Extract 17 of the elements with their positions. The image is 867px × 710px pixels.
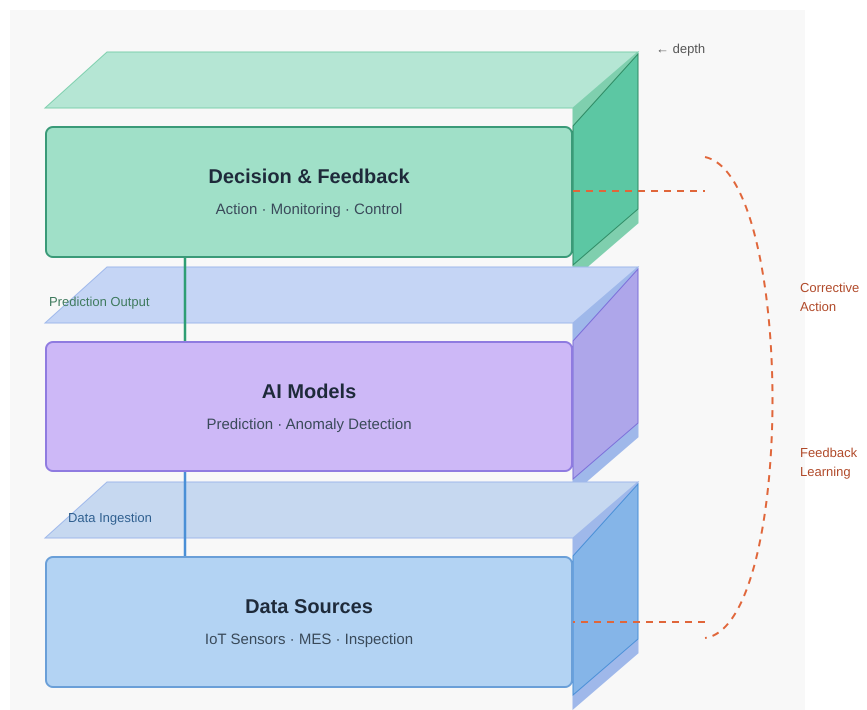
layer-subtitle: IoT Sensors · MES · Inspection — [204, 631, 414, 648]
connector-line — [184, 472, 186, 556]
axis-note: ← depth — [656, 40, 706, 58]
connector-line — [184, 258, 186, 341]
edge-label: Data Ingestion — [68, 510, 152, 525]
layer-subtitle: Prediction · Anomaly Detection — [206, 416, 412, 432]
loop-label: Corrective Action — [800, 279, 860, 316]
layer-title: AI Models — [262, 380, 356, 404]
feedback-loop-line — [572, 156, 774, 639]
edge-label: Prediction Output — [49, 294, 150, 309]
layer-box — [45, 341, 573, 472]
layer-box — [45, 556, 573, 688]
loop-label: Feedback Learning — [800, 444, 858, 481]
layer-title: Decision & Feedback — [208, 166, 410, 189]
layer-box — [45, 126, 573, 258]
layer-subtitle: Action · Monitoring · Control — [216, 201, 402, 218]
layer-title: Data Sources — [245, 596, 373, 619]
